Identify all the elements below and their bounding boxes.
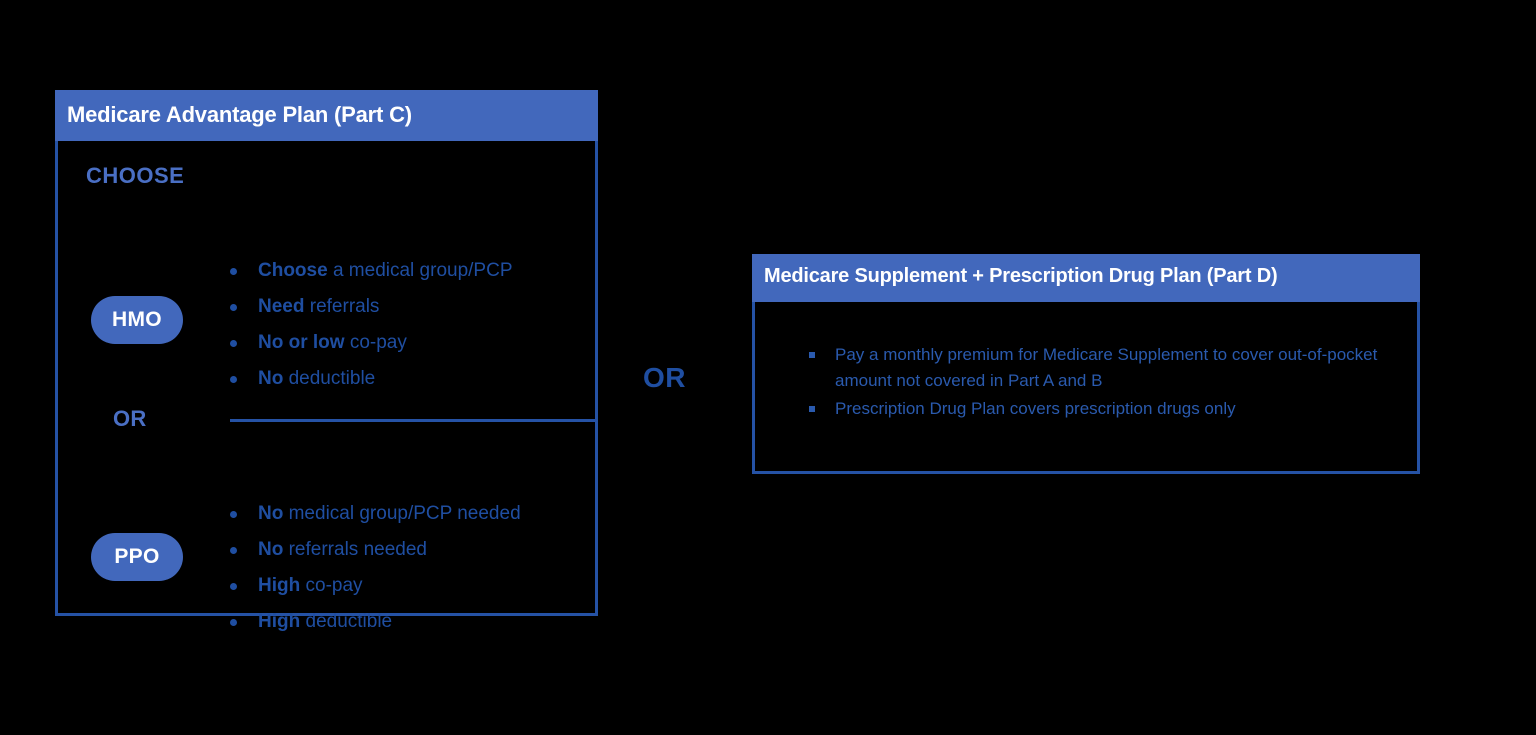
medicare-advantage-header-bar: Medicare Advantage Plan (Part C) (55, 90, 598, 141)
hmo-bullet-list: Choose a medical group/PCP Need referral… (226, 253, 513, 397)
medicare-advantage-body: CHOOSE HMO Choose a medical group/PCP Ne… (55, 141, 598, 632)
list-item: High deductible (226, 604, 521, 640)
ppo-bullet-3-bold: High (258, 611, 301, 632)
hmo-bullet-3-rest: deductible (283, 368, 376, 389)
ppo-pill[interactable]: PPO (91, 533, 183, 581)
medicare-supplement-header-bar: Medicare Supplement + Prescription Drug … (752, 254, 1420, 302)
ppo-bullet-list: No medical group/PCP needed No referrals… (226, 496, 521, 640)
medicare-advantage-title: Medicare Advantage Plan (Part C) (67, 102, 412, 127)
list-item: No deductible (226, 361, 513, 397)
list-item: Need referrals (226, 289, 513, 325)
medicare-supplement-card: Medicare Supplement + Prescription Drug … (752, 254, 1420, 474)
list-item: Prescription Drug Plan covers prescripti… (803, 396, 1383, 422)
ppo-bullet-0-rest: medical group/PCP needed (283, 503, 521, 524)
ppo-bullet-2-bold: High (258, 575, 301, 596)
choose-label: CHOOSE (86, 163, 185, 188)
hmo-bullet-2-bold: No or low (258, 332, 345, 353)
medicare-advantage-card: Medicare Advantage Plan (Part C) CHOOSE … (55, 90, 598, 632)
hmo-bullet-2-rest: co-pay (344, 332, 407, 353)
hmo-bullet-0-rest: a medical group/PCP (327, 260, 513, 281)
medicare-supplement-body: Pay a monthly premium for Medicare Suppl… (752, 302, 1420, 474)
list-item: Pay a monthly premium for Medicare Suppl… (803, 342, 1383, 394)
hmo-bullet-1-rest: referrals (304, 296, 380, 317)
supplement-bullet-list: Pay a monthly premium for Medicare Suppl… (803, 342, 1383, 424)
list-item: No referrals needed (226, 532, 521, 568)
list-item: Choose a medical group/PCP (226, 253, 513, 289)
center-or-label: OR (643, 362, 686, 393)
ppo-bullet-2-rest: co-pay (300, 575, 363, 596)
medicare-supplement-title: Medicare Supplement + Prescription Drug … (764, 265, 1278, 287)
list-item: High co-pay (226, 568, 521, 604)
list-item: No medical group/PCP needed (226, 496, 521, 532)
left-card-divider (230, 419, 598, 422)
ppo-bullet-1-rest: referrals needed (283, 539, 427, 560)
left-card-or-label: OR (113, 406, 147, 431)
hmo-bullet-3-bold: No (258, 368, 284, 389)
hmo-pill[interactable]: HMO (91, 296, 183, 344)
ppo-bullet-1-bold: No (258, 539, 284, 560)
hmo-bullet-1-bold: Need (258, 296, 305, 317)
list-item: No or low co-pay (226, 325, 513, 361)
hmo-bullet-0-bold: Choose (258, 260, 328, 281)
ppo-bullet-0-bold: No (258, 503, 284, 524)
ppo-bullet-3-rest: deductible (300, 611, 393, 632)
